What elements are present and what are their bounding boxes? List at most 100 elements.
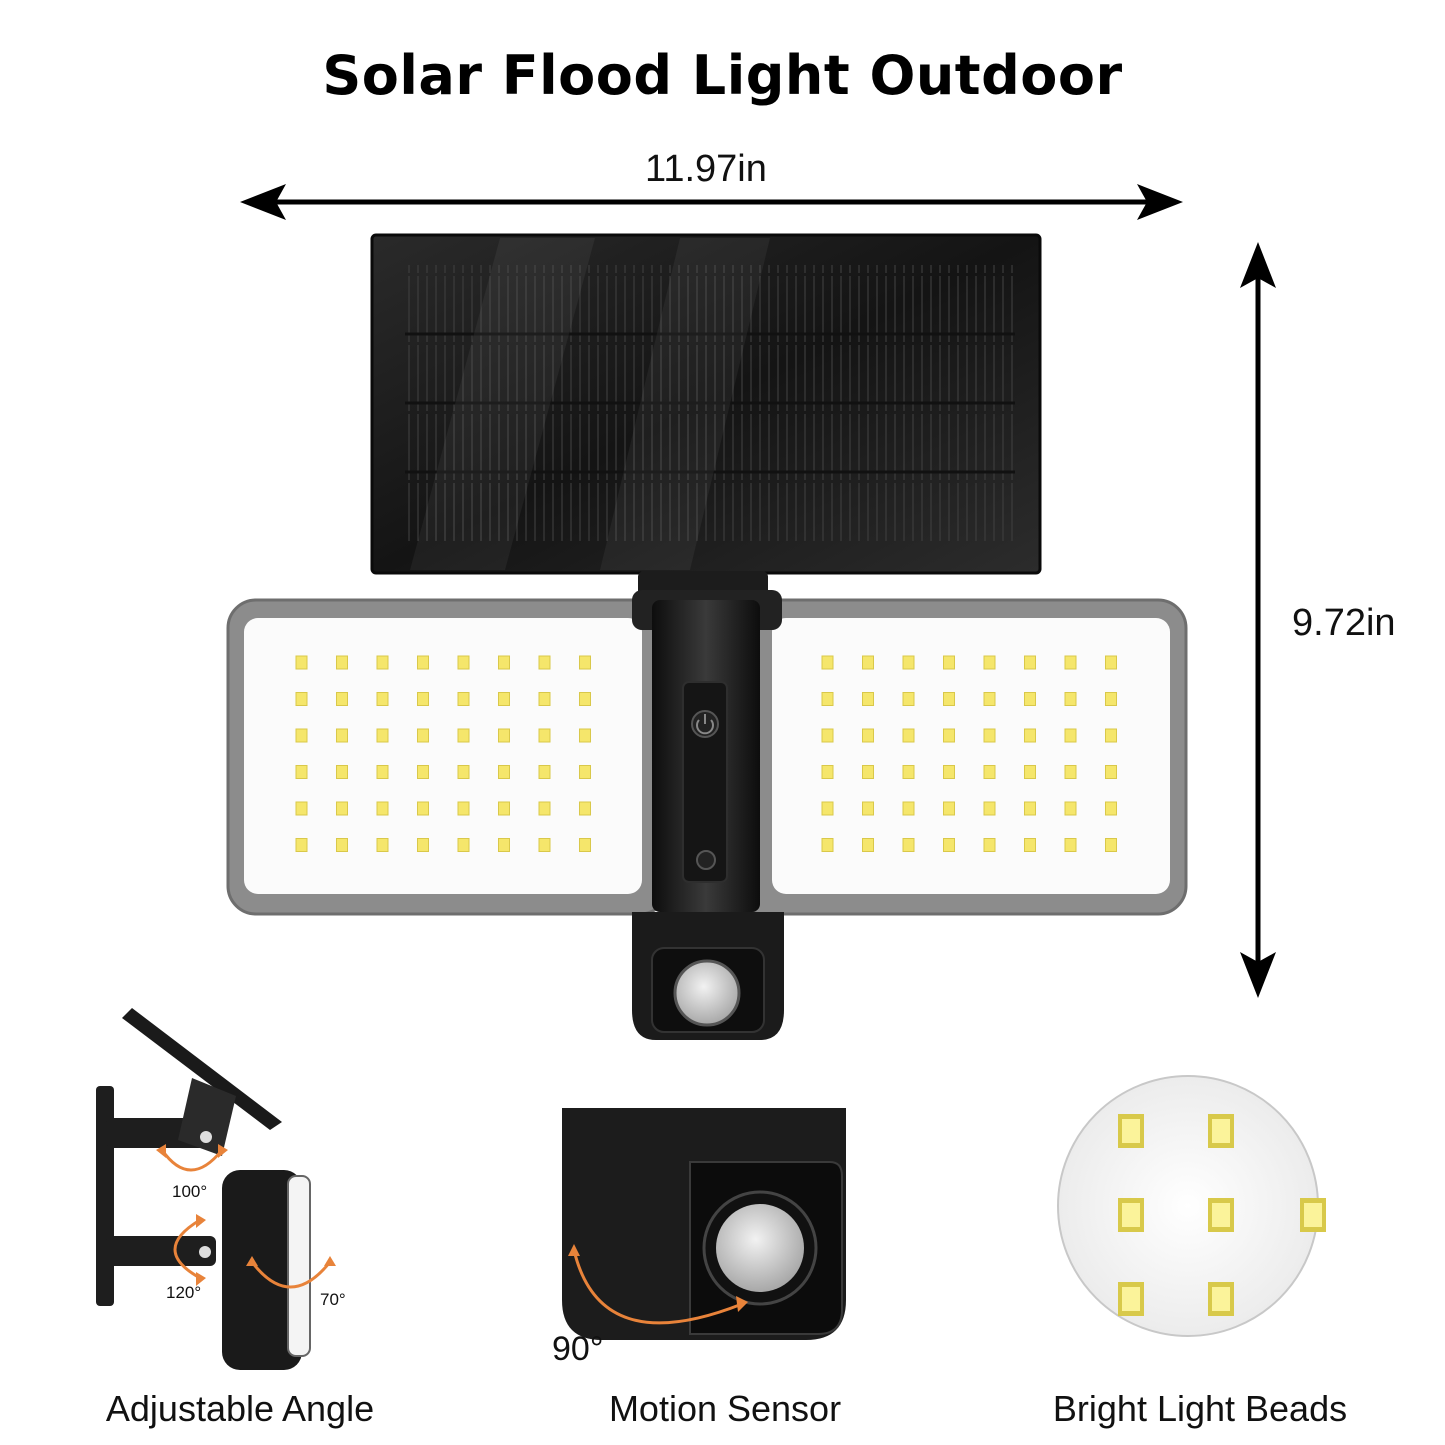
led-bead-icon — [943, 728, 955, 743]
led-bead-icon — [417, 655, 429, 670]
led-bead-icon — [902, 655, 915, 670]
led-bead-icon — [579, 838, 591, 852]
led-bead-icon — [902, 692, 915, 706]
width-dimension: 11.97in — [645, 148, 767, 190]
adjustable-angle-illustration — [96, 1008, 336, 1370]
led-bead-icon — [862, 692, 874, 706]
led-bead-icon — [1105, 692, 1117, 706]
led-bead-icon — [821, 692, 834, 706]
led-bead-icon — [821, 765, 834, 779]
led-bead-icon — [1064, 801, 1077, 816]
feature-caption-adjustable-angle: Adjustable Angle — [105, 1388, 375, 1429]
led-bead-icon — [983, 655, 996, 670]
led-bead-icon — [579, 801, 591, 816]
led-bead-core — [1122, 1119, 1140, 1143]
led-bead-icon — [376, 838, 389, 852]
led-bead-icon — [1105, 728, 1117, 743]
led-bead-icon — [538, 838, 551, 852]
led-bead-icon — [983, 765, 996, 779]
led-bead-icon — [821, 801, 834, 816]
led-bead-icon — [902, 728, 915, 743]
sensor-angle-label: 90° — [552, 1330, 604, 1368]
led-bead-core — [1212, 1119, 1230, 1143]
led-bead-icon — [498, 728, 510, 743]
led-bead-icon — [417, 838, 429, 852]
led-bead-icon — [538, 728, 551, 743]
led-bead-icon — [579, 655, 591, 670]
led-bead-icon — [902, 838, 915, 852]
led-bead-icon — [336, 692, 348, 706]
feature-caption-bright-light-beads: Bright Light Beads — [1052, 1388, 1348, 1429]
led-bead-icon — [579, 728, 591, 743]
center-pole — [632, 590, 782, 912]
led-bead-icon — [376, 655, 389, 670]
motion-sensor-closeup — [562, 1108, 846, 1340]
led-bead-icon — [498, 838, 510, 852]
led-bead-icon — [295, 728, 308, 743]
led-bead-icon — [295, 801, 308, 816]
led-bead-icon — [376, 765, 389, 779]
led-bead-icon — [943, 655, 955, 670]
led-bead-core — [1212, 1203, 1230, 1227]
led-bead-icon — [417, 692, 429, 706]
led-bead-icon — [417, 801, 429, 816]
right-led-grid — [821, 655, 1117, 852]
led-bead-icon — [295, 655, 308, 670]
led-bead-core — [1122, 1203, 1140, 1227]
led-bead-icon — [336, 838, 348, 852]
led-bead-icon — [943, 838, 955, 852]
led-bead-icon — [336, 765, 348, 779]
led-bead-icon — [902, 765, 915, 779]
led-bead-icon — [1064, 765, 1077, 779]
led-bead-icon — [983, 692, 996, 706]
led-bead-icon — [417, 728, 429, 743]
mode-button-icon — [696, 850, 716, 870]
led-bead-icon — [862, 765, 874, 779]
led-bead-icon — [821, 655, 834, 670]
sensor-housing — [632, 912, 784, 1040]
motion-sensor-icon — [673, 959, 741, 1027]
led-bead-icon — [538, 692, 551, 706]
led-bead-icon — [821, 838, 834, 852]
led-bead-icon — [983, 728, 996, 743]
head-angle-label: 70° — [320, 1290, 346, 1309]
led-bead-icon — [457, 801, 470, 816]
right-light-head — [732, 598, 1188, 916]
width-arrow — [240, 184, 1183, 220]
led-bead-core — [1122, 1287, 1140, 1311]
left-light-head — [226, 598, 670, 916]
led-bead-icon — [862, 838, 874, 852]
led-bead-icon — [1064, 692, 1077, 706]
led-bead-icon — [1064, 728, 1077, 743]
led-bead-icon — [498, 801, 510, 816]
led-bead-icon — [1024, 655, 1036, 670]
panel-angle-label: 100° — [172, 1182, 208, 1201]
led-bead-icon — [376, 728, 389, 743]
led-bead-icon — [1024, 728, 1036, 743]
led-bead-icon — [983, 838, 996, 852]
led-bead-icon — [1064, 838, 1077, 852]
led-bead-icon — [457, 692, 470, 706]
led-bead-icon — [457, 655, 470, 670]
led-bead-icon — [538, 801, 551, 816]
led-bead-core — [1304, 1203, 1322, 1227]
led-bead-icon — [1105, 838, 1117, 852]
led-bead-core — [1212, 1287, 1230, 1311]
led-bead-icon — [498, 655, 510, 670]
led-bead-icon — [862, 801, 874, 816]
led-bead-icon — [862, 655, 874, 670]
led-bead-icon — [336, 655, 348, 670]
led-bead-icon — [902, 801, 915, 816]
height-dimension: 9.72in — [1292, 602, 1396, 644]
led-bead-icon — [498, 765, 510, 779]
led-bead-icon — [538, 765, 551, 779]
page-title: Solar Flood Light Outdoor — [322, 44, 1123, 107]
led-bead-icon — [1024, 765, 1036, 779]
led-bead-icon — [579, 692, 591, 706]
led-bead-icon — [1064, 655, 1077, 670]
led-bead-icon — [943, 801, 955, 816]
led-bead-icon — [983, 801, 996, 816]
led-bead-icon — [457, 765, 470, 779]
led-bead-icon — [457, 728, 470, 743]
led-bead-icon — [376, 801, 389, 816]
